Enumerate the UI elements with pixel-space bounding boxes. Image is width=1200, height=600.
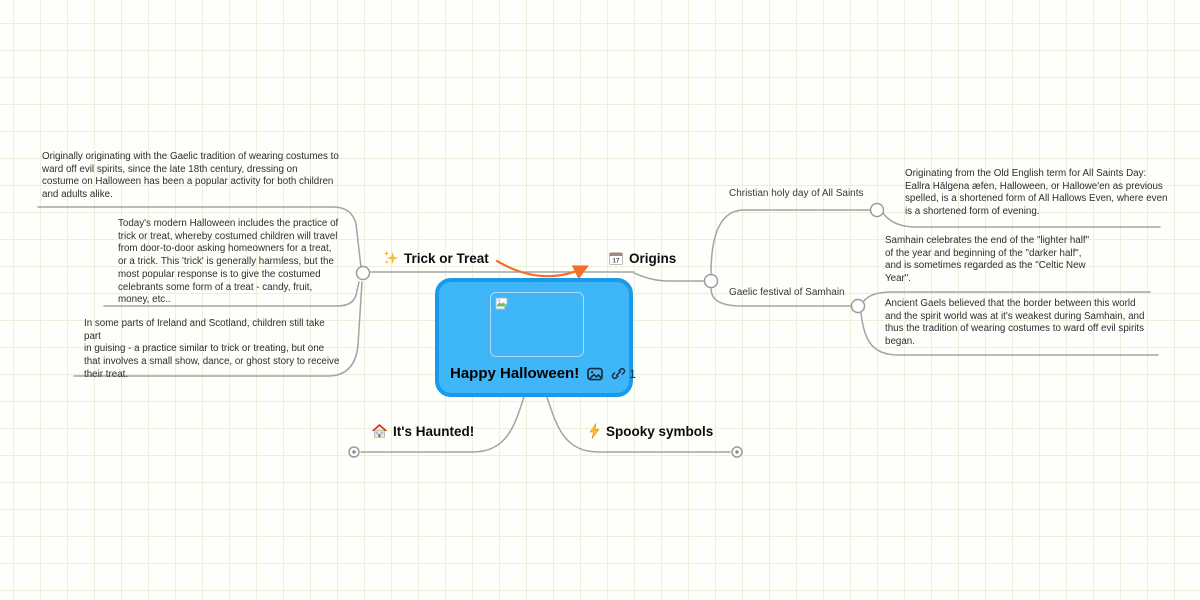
branch-line-christian xyxy=(710,209,871,275)
branch-line-ancient xyxy=(860,312,1159,356)
topic-label-text: It's Haunted! xyxy=(393,423,475,439)
link-badge[interactable]: 1 xyxy=(611,366,636,381)
note-trick-practice[interactable]: Today's modern Halloween includes the pr… xyxy=(118,218,339,306)
expand-toggle-spooky-dot xyxy=(735,450,739,454)
branch-line-haunted xyxy=(360,396,525,453)
note-costumes[interactable]: Originally originating with the Gaelic t… xyxy=(42,151,339,201)
topic-origins[interactable]: 17 Origins xyxy=(608,250,676,266)
root-title: Happy Halloween! xyxy=(450,365,580,382)
haunted-house-icon xyxy=(371,424,388,438)
branch-line-origins xyxy=(633,272,705,282)
topic-label-text: Spooky symbols xyxy=(606,423,714,439)
note-guising[interactable]: In some parts of Ireland and Scotland, c… xyxy=(84,318,340,380)
broken-image-icon xyxy=(495,297,508,310)
collapse-toggle-origins[interactable] xyxy=(703,273,719,289)
collapse-toggle-gaelic[interactable] xyxy=(850,298,866,314)
collapse-toggle-christian[interactable] xyxy=(869,202,885,218)
branch-line-celtic xyxy=(863,291,1151,302)
link-icon xyxy=(612,368,626,379)
note-all-hallows[interactable]: Originating from the Old English term fo… xyxy=(905,168,1168,218)
topic-haunted[interactable]: It's Haunted! xyxy=(371,423,474,439)
topic-label-text: Origins xyxy=(629,250,677,266)
topic-trick-or-treat[interactable]: Trick or Treat xyxy=(383,250,489,266)
sparkles-icon xyxy=(383,251,399,264)
image-attachment-badge[interactable] xyxy=(587,366,604,382)
branch-line-spooky xyxy=(546,396,731,453)
root-node[interactable]: Happy Halloween! 1 xyxy=(435,278,636,397)
expand-toggle-haunted-dot xyxy=(352,450,356,454)
branch-line-guising xyxy=(73,281,363,377)
branch-line-trick-practice xyxy=(103,281,360,307)
image-placeholder[interactable] xyxy=(490,292,584,357)
relationship-arrow[interactable] xyxy=(495,259,589,280)
branch-line-gaelic xyxy=(710,287,852,307)
branch-line-costumes xyxy=(37,206,362,268)
topic-gaelic-festival[interactable]: Gaelic festival of Samhain xyxy=(729,287,845,298)
link-count: 1 xyxy=(629,366,636,381)
topic-label-text: Trick or Treat xyxy=(404,250,489,266)
lightning-bolt-icon xyxy=(589,423,600,439)
branch-line-all-hallows xyxy=(882,212,1161,228)
collapse-toggle-trick[interactable] xyxy=(355,265,371,281)
image-icon xyxy=(587,367,604,380)
topic-spooky-symbols[interactable]: Spooky symbols xyxy=(588,423,713,439)
topic-christian-holy-day[interactable]: Christian holy day of All Saints xyxy=(729,188,864,199)
note-celtic-new-year[interactable]: Samhain celebrates the end of the "light… xyxy=(885,235,1090,285)
calendar-17-icon: 17 xyxy=(609,252,623,265)
note-ancient-gaels[interactable]: Ancient Gaels believed that the border b… xyxy=(885,298,1145,348)
svg-text:17: 17 xyxy=(613,257,620,264)
